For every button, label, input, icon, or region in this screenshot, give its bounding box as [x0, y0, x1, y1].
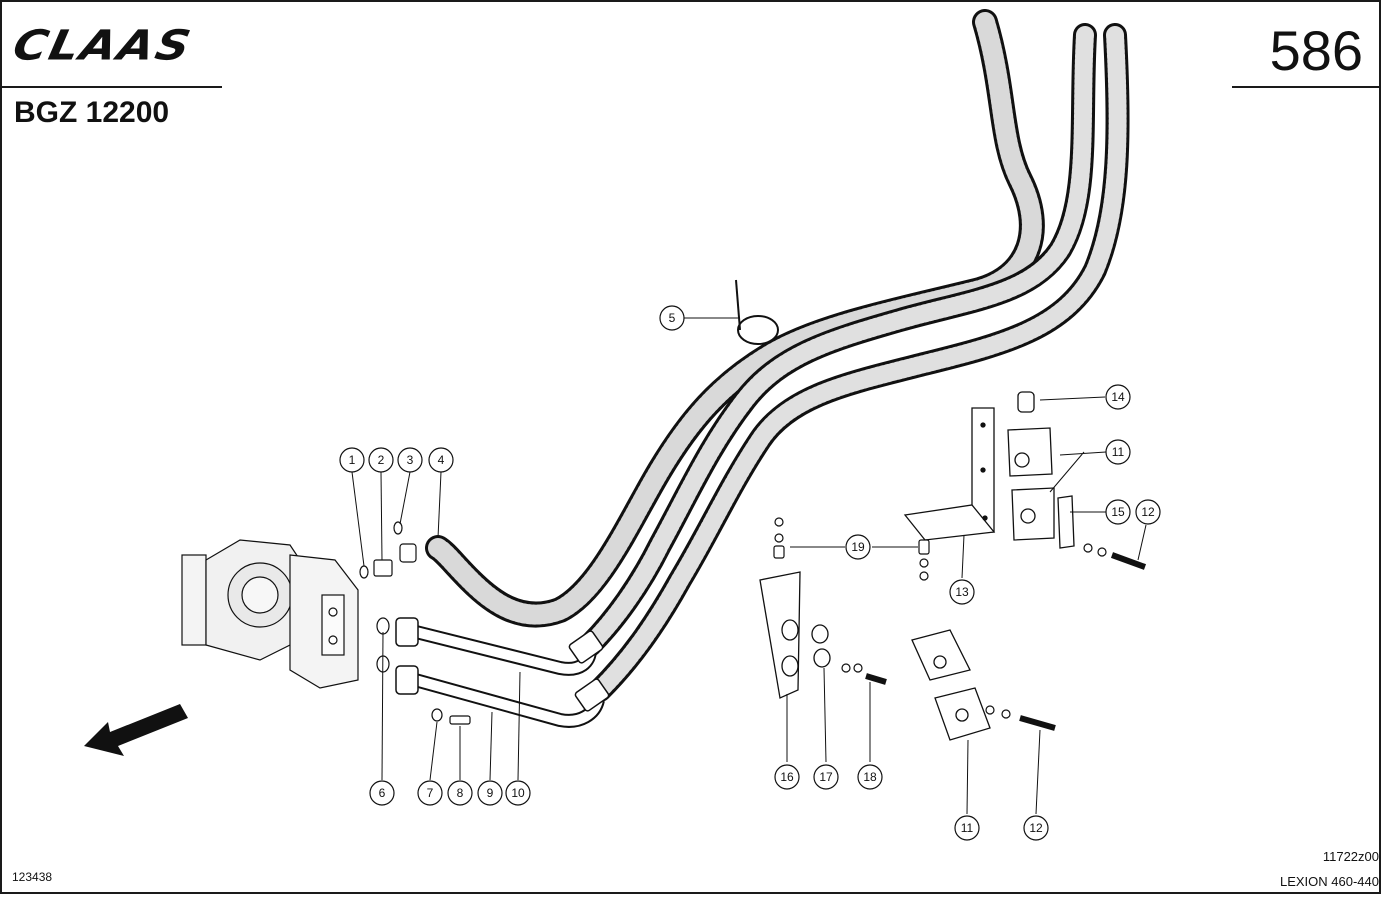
model-code: BGZ 12200 — [14, 96, 170, 129]
callout-label: 5 — [669, 311, 676, 325]
callout-label: 14 — [1111, 390, 1125, 404]
callout-label: 3 — [407, 453, 414, 467]
drawing-id: 123438 — [12, 870, 53, 884]
clamp-blocks-11-upper — [1007, 391, 1075, 549]
callout-8: 8 — [447, 780, 473, 806]
callouts: 1 2 3 4 5 6 7 8 9 10 11 11 12 12 13 14 1… — [339, 305, 1161, 841]
callout-19: 19 — [845, 534, 871, 560]
bracket-13 — [903, 407, 996, 541]
callout-label: 13 — [955, 585, 969, 599]
callout-15: 15 — [1105, 499, 1131, 525]
callout-label: 16 — [780, 770, 794, 784]
model-range: LEXION 460-440 — [1279, 874, 1379, 889]
callout-label: 19 — [851, 540, 865, 554]
callout-17: 17 — [813, 764, 839, 790]
callout-2: 2 — [368, 447, 394, 473]
callout-1: 1 — [339, 447, 365, 473]
callout-label: 10 — [511, 786, 525, 800]
small-fittings — [359, 521, 471, 725]
callout-label: 8 — [457, 786, 464, 800]
callout-3: 3 — [397, 447, 423, 473]
callout-10: 10 — [505, 780, 531, 806]
callout-14: 14 — [1105, 384, 1131, 410]
callout-label: 4 — [438, 453, 445, 467]
clamp-blocks-11-lower — [911, 629, 991, 741]
callout-label: 15 — [1111, 505, 1125, 519]
callout-4: 4 — [428, 447, 454, 473]
callout-5: 5 — [659, 305, 685, 331]
bolts-washers — [773, 517, 1147, 731]
callout-12-upper: 12 — [1135, 499, 1161, 525]
direction-arrow — [84, 704, 188, 756]
callout-label: 2 — [378, 453, 385, 467]
callout-label: 7 — [427, 786, 434, 800]
figure-code: 11722z00 — [1322, 849, 1379, 864]
callout-6: 6 — [369, 780, 395, 806]
callout-label: 12 — [1141, 505, 1155, 519]
header-rule-left — [2, 86, 222, 88]
callout-label: 11 — [961, 821, 974, 835]
callout-11-lower: 11 — [954, 815, 980, 841]
callout-label: 17 — [819, 770, 833, 784]
callout-label: 18 — [863, 770, 877, 784]
callout-9: 9 — [477, 780, 503, 806]
callout-11-upper: 11 — [1105, 439, 1131, 465]
bracket-16 — [759, 571, 831, 699]
hose-clamp-5 — [735, 279, 779, 345]
callout-13: 13 — [949, 579, 975, 605]
rigid-pipes — [395, 617, 610, 728]
header-rule-right — [1232, 86, 1381, 88]
callout-16: 16 — [774, 764, 800, 790]
callout-label: 9 — [487, 786, 494, 800]
page-number: 586 — [1269, 19, 1363, 82]
hydraulic-pump — [181, 539, 359, 689]
callout-leaders — [351, 317, 1147, 815]
hydraulic-hose-bundle — [425, 9, 1130, 702]
callout-18: 18 — [857, 764, 883, 790]
callout-label: 11 — [1112, 445, 1125, 459]
callout-7: 7 — [417, 780, 443, 806]
callout-label: 6 — [379, 786, 386, 800]
callout-12-lower: 12 — [1023, 815, 1049, 841]
callout-label: 12 — [1029, 821, 1043, 835]
callout-label: 1 — [349, 453, 356, 467]
